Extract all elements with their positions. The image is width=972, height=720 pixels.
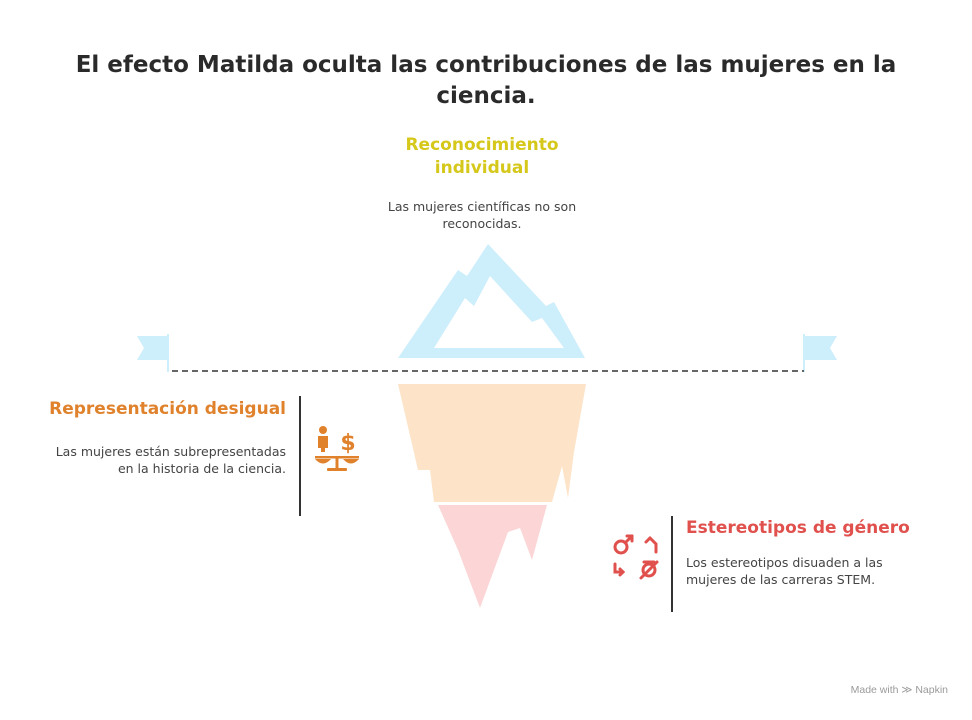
footer-credit: Made with ≫ Napkin [851, 684, 948, 696]
level-top: Reconocimiento individual Las mujeres ci… [362, 134, 602, 232]
level-bottom-heading: Estereotipos de género [686, 518, 910, 538]
level-middle-divider [299, 396, 301, 516]
balance-scale-icon: $ [315, 426, 359, 471]
level-bottom-divider [671, 516, 673, 612]
napkin-logo-icon: ≫ [901, 684, 913, 696]
left-flag [137, 336, 168, 360]
gender-symbols-icon [613, 534, 659, 580]
level-middle: Representación desigual Las mujeres está… [40, 398, 286, 477]
iceberg-bottom [438, 505, 547, 608]
iceberg-middle [398, 384, 586, 502]
level-middle-text: Las mujeres están subrepresentadas en la… [55, 444, 286, 476]
page-title: El efecto Matilda oculta las contribucio… [75, 52, 897, 109]
svg-text:$: $ [340, 431, 355, 456]
iceberg-tip [398, 244, 585, 358]
footer-brand: Napkin [915, 684, 948, 696]
level-middle-heading: Representación desigual [49, 399, 286, 419]
level-bottom-text: Los estereotipos disuaden a las mujeres … [686, 555, 883, 587]
footer-prefix: Made with [850, 684, 899, 696]
right-flag [804, 336, 837, 360]
level-bottom: Estereotipos de género Los estereotipos … [686, 517, 936, 588]
level-top-heading: Reconocimiento individual [405, 135, 559, 178]
level-top-text: Las mujeres científicas no son reconocid… [387, 199, 577, 231]
